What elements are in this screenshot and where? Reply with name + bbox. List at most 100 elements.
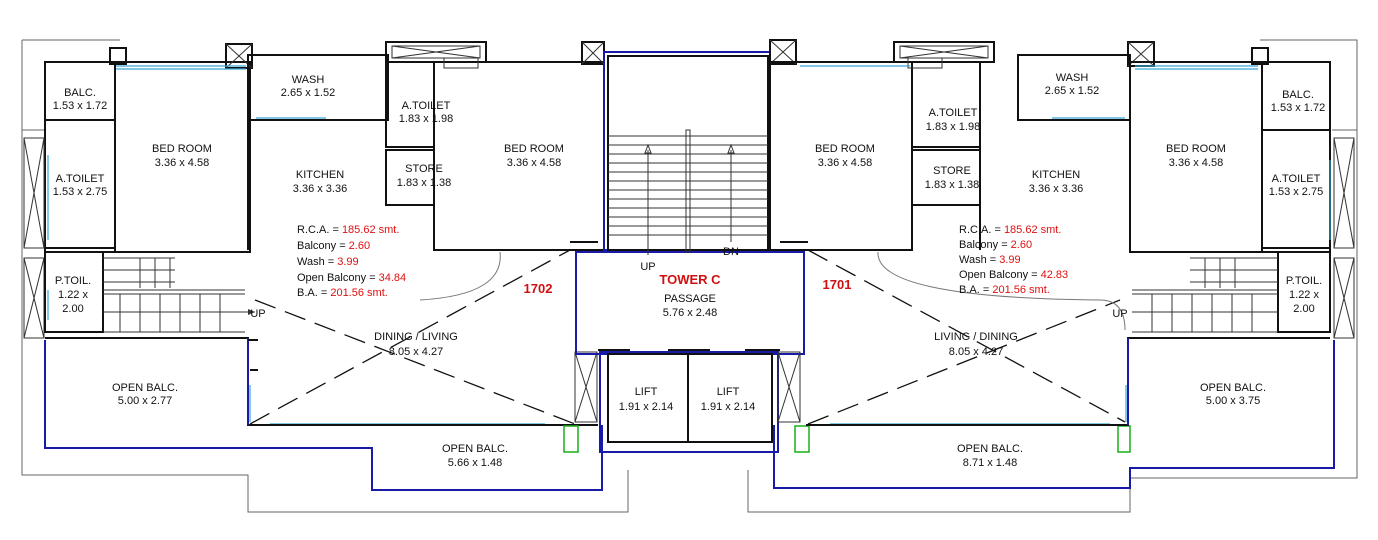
right-atoilet1-name: A.TOILET <box>1272 173 1321 185</box>
left-rca-value: 185.62 smt. <box>342 224 399 236</box>
left-bed2-name: BED ROOM <box>504 143 564 155</box>
right-ptoil-dim1: 1.22 x <box>1289 289 1319 301</box>
right-living-name: LIVING / DINING <box>934 331 1018 343</box>
right-bed1-dim: 3.36 x 4.58 <box>818 157 872 169</box>
right-openbalc2-name: OPEN BALC. <box>957 443 1023 455</box>
left-kitchen-dim: 3.36 x 3.36 <box>293 183 347 195</box>
right-balc-name: BALC. <box>1282 89 1314 101</box>
right-bed2-name: BED ROOM <box>1166 143 1226 155</box>
right-internal-stair-up: UP <box>1112 308 1127 320</box>
main-staircase <box>608 129 768 255</box>
unit-number-right: 1701 <box>823 277 852 292</box>
left-rca-label: R.C.A. = <box>297 224 342 236</box>
left-shafts <box>23 137 598 423</box>
right-open-value: 42.83 <box>1041 269 1069 281</box>
svg-text:R.C.A. = 185.62 smt.: R.C.A. = 185.62 smt. <box>959 224 1061 236</box>
right-bed1-name: BED ROOM <box>815 143 875 155</box>
lift-2-name: LIFT <box>717 386 740 398</box>
core-shafts <box>563 351 1131 453</box>
left-open-label: Open Balcony = <box>297 272 379 284</box>
left-wash-dim: 2.65 x 1.52 <box>281 87 335 99</box>
passage-name: PASSAGE <box>664 293 716 305</box>
left-store-dim: 1.83 x 1.38 <box>397 177 451 189</box>
stair-dn-label: DN <box>723 246 739 258</box>
left-bed2-dim: 3.36 x 4.58 <box>507 157 561 169</box>
left-atoilet2-dim: 1.83 x 1.98 <box>399 113 453 125</box>
right-balcony-outline <box>773 337 1335 489</box>
right-area-table: R.C.A. = 185.62 smt. Balcony = 2.60 Wash… <box>959 224 1068 296</box>
right-atoilet2-name: A.TOILET <box>929 107 978 119</box>
left-openbalc2-dim: 5.66 x 1.48 <box>448 457 502 469</box>
left-dining-dim: 8.05 x 4.27 <box>389 346 443 358</box>
right-balc-dim: 1.53 x 1.72 <box>1271 102 1325 114</box>
tower-title: TOWER C <box>659 272 721 287</box>
right-living-dashes <box>807 249 1126 425</box>
right-shafts <box>1333 137 1355 339</box>
passage-dim: 5.76 x 2.48 <box>663 307 717 319</box>
left-balc-name: BALC. <box>64 87 96 99</box>
lift-1-name: LIFT <box>635 386 658 398</box>
left-wash-name: WASH <box>292 74 325 86</box>
right-bed2-dim: 3.36 x 4.58 <box>1169 157 1223 169</box>
left-ptoil-name: P.TOIL. <box>55 275 91 287</box>
right-ba-label: B.A. = <box>959 284 992 296</box>
left-balcony-label: Balcony = <box>297 240 349 252</box>
left-openbalc1-name: OPEN BALC. <box>112 382 178 394</box>
left-ba-value: 201.56 smt. <box>330 287 387 299</box>
lift-2-dim: 1.91 x 2.14 <box>701 401 755 413</box>
right-wash-name: WASH <box>1056 72 1089 84</box>
left-store-name: STORE <box>405 163 443 175</box>
right-living-dim: 8.05 x 4.27 <box>949 346 1003 358</box>
right-kitchen-name: KITCHEN <box>1032 169 1080 181</box>
left-dining-dashes <box>249 249 576 425</box>
svg-text:Wash = 3.99: Wash = 3.99 <box>959 254 1021 266</box>
left-balcony-value: 2.60 <box>349 240 370 252</box>
left-internal-stair-up: UP <box>250 308 265 320</box>
left-balcony-outline <box>44 337 603 491</box>
left-bed1-name: BED ROOM <box>152 143 212 155</box>
right-internal-stair <box>1132 251 1331 333</box>
svg-text:Open Balcony = 42.83: Open Balcony = 42.83 <box>959 269 1068 281</box>
svg-text:Wash = 3.99: Wash = 3.99 <box>297 256 359 268</box>
svg-text:R.C.A. = 185.62 smt.: R.C.A. = 185.62 smt. <box>297 224 399 236</box>
left-openbalc2-name: OPEN BALC. <box>442 443 508 455</box>
right-wash-dim: 2.65 x 1.52 <box>1045 85 1099 97</box>
left-open-value: 34.84 <box>379 272 407 284</box>
left-openbalc1-dim: 5.00 x 2.77 <box>118 395 172 407</box>
svg-text:Open Balcony = 34.84: Open Balcony = 34.84 <box>297 272 406 284</box>
left-atoilet1-dim: 1.53 x 2.75 <box>53 186 107 198</box>
right-unit-walls <box>769 39 1331 253</box>
right-rca-value: 185.62 smt. <box>1004 224 1061 236</box>
unit-number-left: 1702 <box>524 281 553 296</box>
right-open-label: Open Balcony = <box>959 269 1041 281</box>
right-wash-label: Wash = <box>959 254 999 266</box>
svg-text:Balcony = 2.60: Balcony = 2.60 <box>959 239 1032 251</box>
right-atoilet1-dim: 1.53 x 2.75 <box>1269 186 1323 198</box>
svg-text:Balcony = 2.60: Balcony = 2.60 <box>297 240 370 252</box>
right-rca-label: R.C.A. = <box>959 224 1004 236</box>
left-wash-label: Wash = <box>297 256 337 268</box>
stair-up-label: UP <box>640 261 655 273</box>
left-kitchen-name: KITCHEN <box>296 169 344 181</box>
left-ba-label: B.A. = <box>297 287 330 299</box>
right-kitchen-dim: 3.36 x 3.36 <box>1029 183 1083 195</box>
right-openbalc1-dim: 5.00 x 3.75 <box>1206 395 1260 407</box>
left-wash-value: 3.99 <box>337 256 358 268</box>
left-balc-dim: 1.53 x 1.72 <box>53 100 107 112</box>
right-openbalc2-dim: 8.71 x 1.48 <box>963 457 1017 469</box>
svg-text:B.A. = 201.56 smt.: B.A. = 201.56 smt. <box>297 287 388 299</box>
right-wash-value: 3.99 <box>999 254 1020 266</box>
right-openbalc1-name: OPEN BALC. <box>1200 382 1266 394</box>
left-ptoil-dim1: 1.22 x <box>58 289 88 301</box>
right-ptoil-dim2: 2.00 <box>1293 303 1314 315</box>
right-ptoil-name: P.TOIL. <box>1286 275 1322 287</box>
right-atoilet2-dim: 1.83 x 1.98 <box>926 121 980 133</box>
left-atoilet1-name: A.TOILET <box>56 173 105 185</box>
left-internal-stair <box>44 251 255 333</box>
svg-text:B.A. = 201.56 smt.: B.A. = 201.56 smt. <box>959 284 1050 296</box>
left-atoilet2-name: A.TOILET <box>402 100 451 112</box>
left-dining-name: DINING / LIVING <box>374 331 458 343</box>
lift-1-dim: 1.91 x 2.14 <box>619 401 673 413</box>
right-store-dim: 1.83 x 1.38 <box>925 179 979 191</box>
